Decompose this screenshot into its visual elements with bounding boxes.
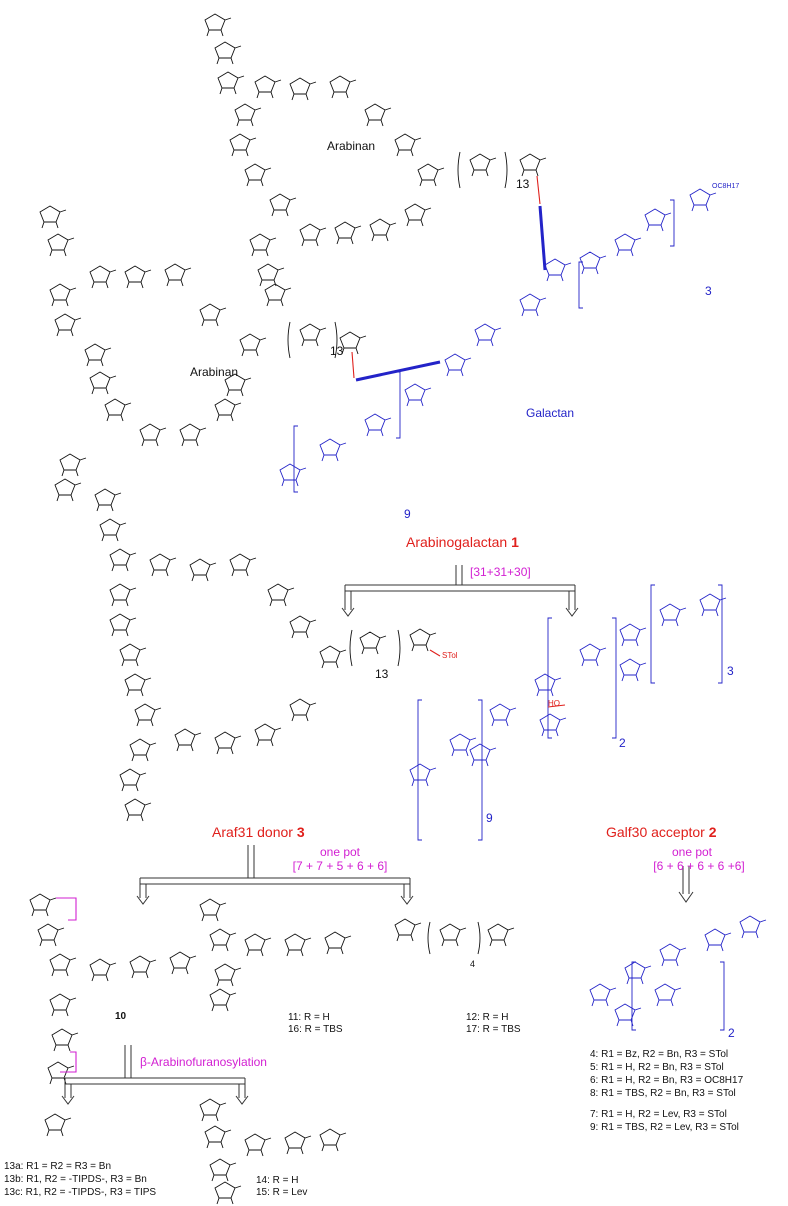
frag-repeat-4: 4 xyxy=(470,959,476,969)
compound-entry: 12: R = H xyxy=(466,1012,509,1023)
compound-entry: 4: R1 = Bz, R2 = Bn, R3 = STol xyxy=(590,1049,729,1060)
compound-list-12-17: 12: R = H 17: R = TBS xyxy=(466,1012,521,1036)
acc-repeat-2: 2 xyxy=(619,736,626,750)
compound-entry: 9: R1 = TBS, R2 = Lev, R3 = STol xyxy=(590,1122,739,1133)
compound-list-13: 13a: R1 = R2 = R3 = Bn 13b: R1, R2 = -TI… xyxy=(4,1160,156,1199)
acc-repeat-3: 3 xyxy=(727,664,734,678)
oc8h17-label-top: OC8H17 xyxy=(712,183,740,190)
compound-entry: 15: R = Lev xyxy=(256,1187,308,1198)
compound-entry: 13b: R1, R2 = -TIPDS-, R3 = Bn xyxy=(4,1174,147,1185)
compound-10-label: 10 xyxy=(115,1011,127,1022)
donor-3-title: Araf31 donor 3 xyxy=(212,824,305,840)
compound-list-11-16: 11: R = H 16: R = TBS xyxy=(288,1012,343,1036)
left-onepot-arrow xyxy=(136,845,414,905)
compound-13-structure xyxy=(44,1113,72,1137)
compound-entry: 13c: R1, R2 = -TIPDS-, R3 = TIPS xyxy=(4,1187,157,1198)
beta-arrow xyxy=(61,1045,249,1105)
convergent-arrow xyxy=(341,565,579,617)
onepot-left-title: one pot xyxy=(319,845,361,859)
onepot-left-sequence: [7 + 7 + 5 + 6 + 6] xyxy=(292,859,388,873)
fragment-11-structure xyxy=(199,898,352,1012)
compound-entry: 14: R = H xyxy=(256,1175,299,1186)
compound-list-4-9: 4: R1 = Bz, R2 = Bn, R3 = STol 5: R1 = H… xyxy=(590,1048,743,1134)
compound-entry: 11: R = H xyxy=(288,1012,330,1023)
compound-list-14-15: 14: R = H 15: R = Lev xyxy=(256,1175,307,1199)
arabinan-lower-label: Arabinan xyxy=(190,365,239,379)
onepot-right-sequence: [6 + 6 + 6 + 6 +6] xyxy=(653,859,745,873)
lower-arabinan-structure xyxy=(39,205,367,502)
repeat-13-upper: 13 xyxy=(516,177,530,191)
beta-arabinofuranosylation-label: β-Arabinofuranosylation xyxy=(140,1055,267,1069)
fragment-10-structure xyxy=(29,893,197,1085)
galactan-structure xyxy=(279,188,717,493)
donor-stol: STol xyxy=(442,651,458,660)
compound-entry: 8: R1 = TBS, R2 = Bn, R3 = STol xyxy=(590,1088,736,1099)
acc-repeat-9: 9 xyxy=(486,811,493,825)
upper-arabinan-structure xyxy=(204,13,547,307)
compound-entry: 6: R1 = H, R2 = Bn, R3 = OC8H17 xyxy=(590,1075,744,1086)
arabinogalactan-title: Arabinogalactan 1 xyxy=(406,534,519,550)
galactan-label: Galactan xyxy=(526,406,575,420)
arabinan-upper-label: Arabinan xyxy=(327,139,376,153)
acceptor-2-structure xyxy=(409,584,727,841)
onepot-right-title: one pot xyxy=(671,845,713,859)
repeat-13-lower: 13 xyxy=(330,344,344,358)
compound-entry: 7: R1 = H, R2 = Lev, R3 = STol xyxy=(590,1109,727,1120)
frag-repeat-2: 2 xyxy=(728,1026,735,1040)
donor-repeat-13: 13 xyxy=(375,667,389,681)
repeat-3-top: 3 xyxy=(705,284,712,298)
fragment-4-9-structure xyxy=(589,915,767,1031)
compound-entry: 16: R = TBS xyxy=(288,1024,343,1035)
compound-entry: 13a: R1 = R2 = R3 = Bn xyxy=(4,1161,112,1172)
fragment-12-structure xyxy=(394,918,515,955)
convergent-label: [31+31+30] xyxy=(470,565,531,579)
compound-entry: 5: R1 = H, R2 = Bn, R3 = STol xyxy=(590,1062,724,1073)
acceptor-ho: HO xyxy=(548,699,560,708)
repeat-9-top: 9 xyxy=(404,507,411,521)
donor-3-structure xyxy=(94,488,441,822)
acceptor-2-title: Galf30 acceptor 2 xyxy=(606,824,717,840)
compound-entry: 17: R = TBS xyxy=(466,1024,521,1035)
